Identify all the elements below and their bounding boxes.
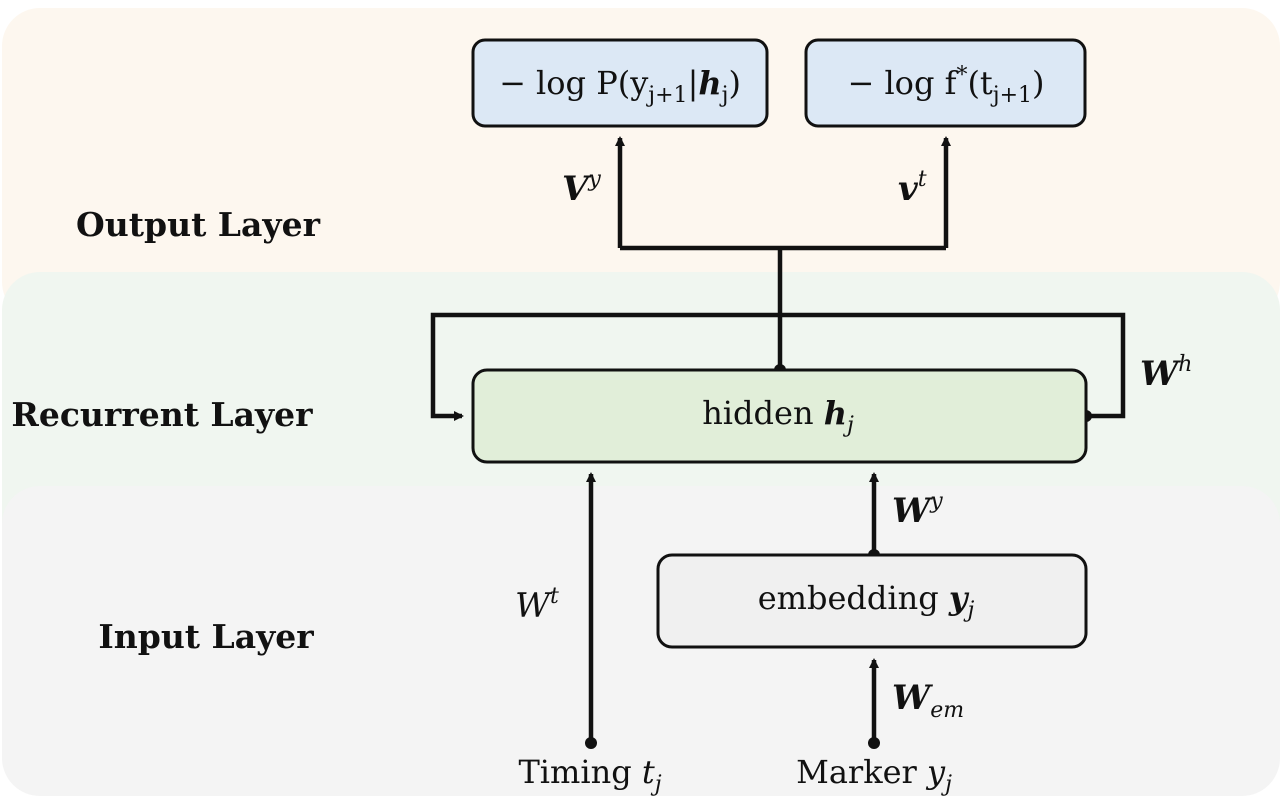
weight-W-h: Wh	[1140, 352, 1192, 394]
weight-W-t: Wt	[515, 584, 559, 626]
hidden-box	[471, 368, 1088, 464]
weight-W-y: Wy	[892, 489, 943, 531]
connections	[430, 136, 1126, 743]
marker-input-label: Marker yj	[796, 753, 952, 797]
output-layer-label: Output Layer	[76, 205, 321, 244]
weight-v-t: vt	[898, 167, 927, 209]
timing-input-dot	[585, 737, 597, 749]
input-layer-label: Input Layer	[98, 617, 314, 656]
timing-loss-box	[804, 38, 1087, 128]
timing-loss-text: − log f*(tj+1)	[847, 63, 1044, 108]
recurrent-layer-label: Recurrent Layer	[11, 395, 313, 434]
timing-input-label: Timing tj	[518, 753, 661, 797]
hidden-box-text: hidden hj	[702, 394, 854, 438]
recurrent-loop	[430, 312, 1126, 421]
embedding-box	[656, 553, 1088, 649]
weight-W-em: Wem	[892, 678, 964, 723]
marker-loss-text: − log P(yj+1|hj)	[499, 64, 741, 108]
marker-loss-box	[471, 38, 769, 128]
weight-V-y: Vy	[562, 167, 601, 209]
marker-input-dot	[868, 737, 880, 749]
embedding-box-text: embedding yj	[758, 579, 975, 623]
